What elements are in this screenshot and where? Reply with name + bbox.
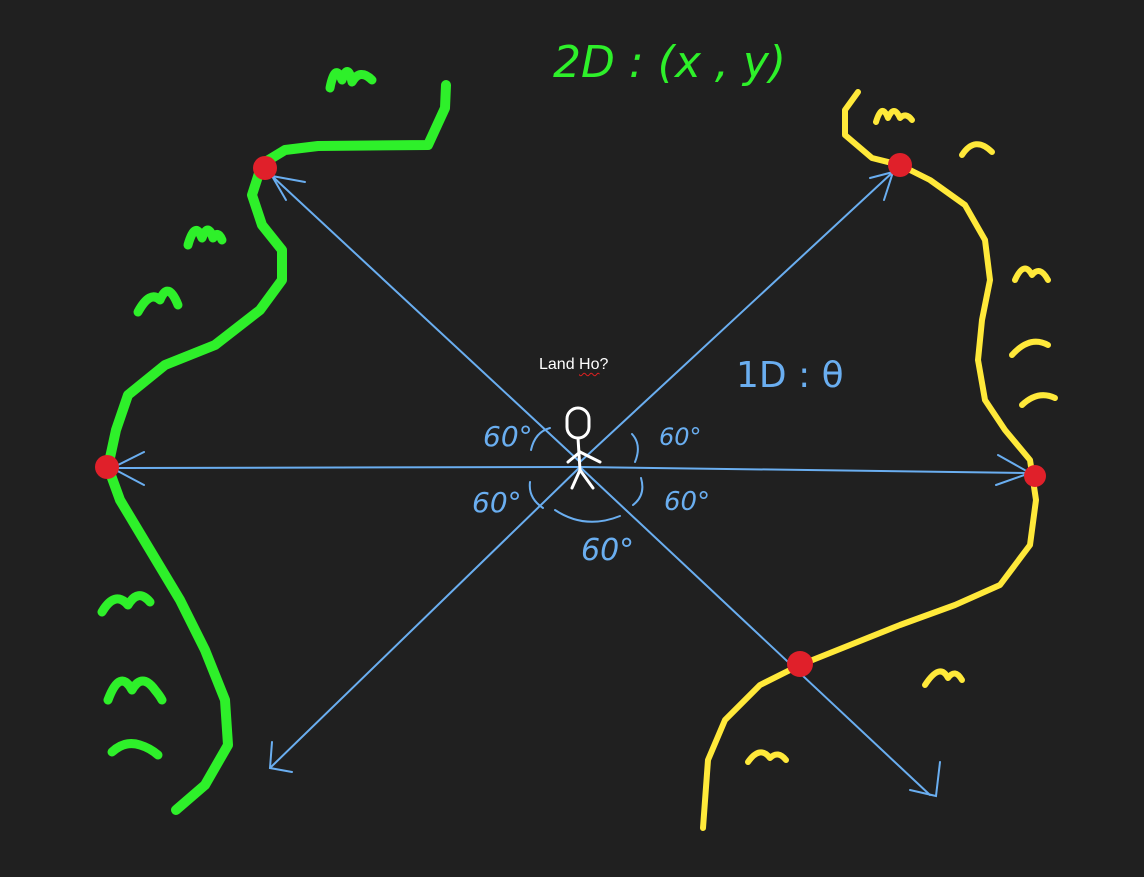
land-ho-word: Ho (579, 356, 600, 373)
angle-label-lower-left: 60° (472, 486, 522, 519)
mountain-mark (133, 286, 183, 317)
hit-point-top-left (253, 156, 277, 180)
person-arm-left (566, 450, 582, 464)
person-head (565, 406, 591, 440)
arrowhead-right (995, 454, 1033, 486)
mountain-mark (1019, 392, 1058, 408)
angle-label-upper-left: 60° (483, 420, 533, 453)
angle-label-bottom: 60° (581, 533, 634, 568)
ray-up-left (271, 175, 581, 463)
mountain-mark (922, 668, 965, 688)
hit-points (95, 153, 1046, 677)
land-ho-suffix: ? (599, 356, 609, 373)
mountain-mark (183, 225, 227, 250)
title-2d-coordinates: 2D : (x , y) (553, 37, 786, 88)
right-coastline-upper (700, 89, 1039, 831)
arrowhead-down-right (909, 761, 941, 798)
person-leg-left (570, 468, 582, 490)
left-mountain-marks (97, 67, 377, 760)
mountain-mark (97, 591, 155, 617)
hit-point-top-right (888, 153, 912, 177)
angle-label-upper-right: 60° (659, 423, 702, 451)
mountain-mark (103, 676, 167, 705)
mountain-mark (959, 141, 995, 158)
ray-down-left (269, 466, 581, 769)
person-arm-right (578, 450, 602, 464)
land-ho-prefix: Land (539, 356, 580, 373)
ray-up-right (579, 171, 894, 463)
angle-arc-bottom (554, 509, 621, 523)
mountain-mark (873, 108, 915, 125)
angle-arc-lower-right (632, 477, 644, 506)
ray-down-right (579, 466, 931, 796)
hit-point-bottom-right (787, 651, 813, 677)
angle-label-lower-right: 60° (664, 487, 710, 517)
hit-point-left (95, 455, 119, 479)
mountain-mark (325, 67, 377, 93)
angle-arcs (528, 427, 644, 523)
land-ho-question: Land Ho? (539, 356, 608, 374)
mountain-mark (745, 749, 789, 765)
mountain-mark (107, 739, 163, 760)
angle-arc-lower-left (528, 481, 544, 509)
hit-point-right (1024, 465, 1046, 487)
stick-figure-person (565, 406, 602, 490)
mountain-mark (1009, 338, 1051, 358)
label-1d-theta: 1D : θ (736, 355, 844, 396)
ray-right (579, 466, 1031, 474)
ray-left (111, 466, 581, 469)
mountain-mark (1012, 265, 1051, 283)
right-mountain-marks (745, 108, 1058, 765)
arrowhead-down-left (268, 741, 293, 773)
person-leg-right (578, 468, 595, 490)
left-coastline (103, 80, 451, 815)
angle-arc-upper-right (631, 433, 639, 463)
angle-arc-upper-left (530, 427, 551, 451)
rays (109, 170, 1033, 798)
